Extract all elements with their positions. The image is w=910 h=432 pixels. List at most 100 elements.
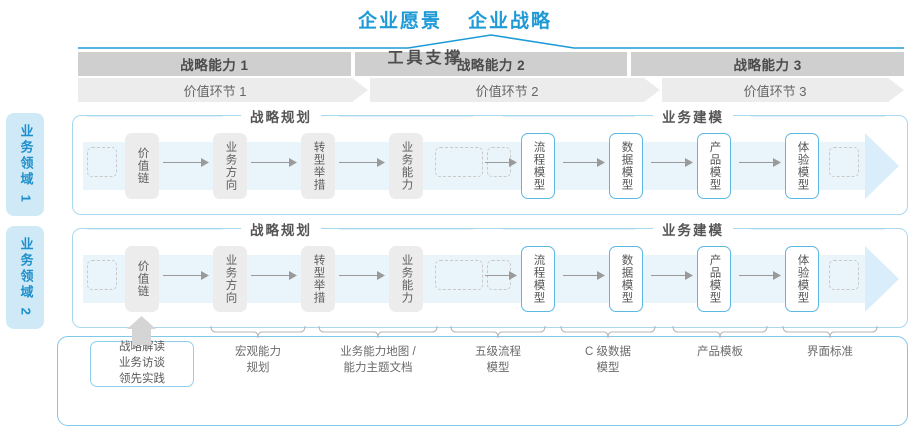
capability-bar-1[interactable]: 战略能力 1 <box>78 52 351 76</box>
title-connector-line <box>78 34 904 49</box>
tool-c-level-data-line-1: C 级数据 <box>585 346 631 358</box>
tool-ui-standard-brace <box>782 325 878 339</box>
arrow-shaft <box>563 161 598 164</box>
arrow-head-icon <box>201 158 209 167</box>
flow-arrow-6 <box>651 158 693 167</box>
strategy-interpretation-box[interactable]: 战略解读业务访谈领先实践 <box>90 341 194 387</box>
node-1-modeling-2[interactable]: 数据模型 <box>609 133 643 199</box>
title-strategy: 企业战略 <box>468 10 553 32</box>
arrow-head-icon <box>509 271 517 280</box>
arrow-head-icon <box>377 158 385 167</box>
tool-five-level-process-line-2: 模型 <box>486 361 510 374</box>
flow-band-arrowhead <box>865 133 899 199</box>
flow-arrow-7 <box>739 158 781 167</box>
node-1-planning-1[interactable]: 价值链 <box>125 133 159 199</box>
domain-tab-1[interactable]: 业务领域 1 <box>6 113 44 216</box>
node-1-planning-3[interactable]: 转型举措 <box>301 133 335 199</box>
strategy-up-arrow-shaft <box>132 327 151 345</box>
legend-rule <box>87 115 223 117</box>
tool-capability-map-line-2: 能力主题文档 <box>343 361 413 374</box>
value-link-1-label: 价值环节 1 <box>183 83 247 99</box>
node-1-modeling-4[interactable]: 体验模型 <box>785 133 819 199</box>
tool-product-template-label: 产品模板 <box>672 345 768 361</box>
value-link-2[interactable]: 价值环节 2 <box>370 78 660 102</box>
arrow-shaft <box>739 274 774 277</box>
flow-band-arrowhead <box>865 246 899 312</box>
tool-capability-map-line-1: 业务能力地图 / <box>340 346 416 358</box>
domain-tab-1-label: 业务领域 1 <box>18 124 34 205</box>
value-link-3-label: 价值环节 3 <box>743 83 807 99</box>
tool-five-level-process-brace <box>450 325 546 339</box>
flow-arrow-2 <box>251 158 297 167</box>
capability-bar-3[interactable]: 战略能力 3 <box>631 52 905 76</box>
value-link-1[interactable]: 价值环节 1 <box>78 78 368 102</box>
tool-macro-capability-line-1: 宏观能力 <box>235 346 281 358</box>
arrow-shaft <box>485 274 510 277</box>
tool-five-level-process-label: 五级流程模型 <box>450 345 546 376</box>
node-2-modeling-1[interactable]: 流程模型 <box>521 246 555 312</box>
tool-product-template-brace <box>672 325 768 339</box>
node-1-planning-4[interactable]: 业务能力 <box>389 133 423 199</box>
capability-bar-2[interactable]: 战略能力 2 <box>354 52 628 76</box>
placeholder-node-start <box>87 260 117 290</box>
section-legend-modeling: 业务建模 <box>653 106 733 126</box>
flow-arrow-3 <box>339 271 385 280</box>
node-2-planning-2[interactable]: 业务方向 <box>213 246 247 312</box>
value-link-2-label: 价值环节 2 <box>475 83 539 99</box>
legend-rule <box>339 228 473 230</box>
flow-arrow-1 <box>163 158 209 167</box>
node-2-planning-1[interactable]: 价值链 <box>125 246 159 312</box>
arrow-head-icon <box>773 271 781 280</box>
node-2-modeling-2[interactable]: 数据模型 <box>609 246 643 312</box>
arrow-head-icon <box>773 158 781 167</box>
strategy-line-2: 业务访谈 <box>119 357 165 370</box>
section-legend-modeling: 业务建模 <box>653 219 733 239</box>
node-label: 价值链 <box>136 260 149 298</box>
arrow-shaft <box>651 161 686 164</box>
node-label: 流程模型 <box>532 141 545 191</box>
arrow-shaft <box>251 274 290 277</box>
legend-rule <box>751 115 885 117</box>
capability-bar-row: 战略能力 1 战略能力 2 战略能力 3 <box>78 52 905 76</box>
node-label: 业务能力 <box>400 141 413 191</box>
node-1-planning-2[interactable]: 业务方向 <box>213 133 247 199</box>
domain-tab-2[interactable]: 业务领域 2 <box>6 226 44 329</box>
section-legend-planning: 战略规划 <box>241 106 321 126</box>
tool-ui-standard-label: 界面标准 <box>782 345 878 361</box>
arrow-shaft <box>739 161 774 164</box>
title-vision: 企业愿景 <box>357 10 442 32</box>
arrow-shaft <box>163 274 202 277</box>
tool-product-template-line-1: 产品模板 <box>697 346 743 358</box>
node-1-modeling-3[interactable]: 产品模型 <box>697 133 731 199</box>
node-1-modeling-1[interactable]: 流程模型 <box>521 133 555 199</box>
arrow-head-icon <box>509 158 517 167</box>
flow-arrow-1 <box>163 271 209 280</box>
tool-support-label: 工具支撑 <box>387 50 464 67</box>
legend-rule <box>339 115 473 117</box>
tool-support-frame <box>57 336 908 426</box>
tool-macro-capability-brace <box>210 325 306 339</box>
placeholder-node-start <box>87 147 117 177</box>
node-label: 转型举措 <box>312 141 325 191</box>
tool-capability-map-brace <box>318 325 438 339</box>
node-2-planning-4[interactable]: 业务能力 <box>389 246 423 312</box>
node-label: 产品模型 <box>708 141 721 191</box>
arrow-head-icon <box>597 271 605 280</box>
node-label: 流程模型 <box>532 254 545 304</box>
domain-row-1: 战略规划 业务建模价值链 业务方向 转型举措 业务能力 流程模型 数据模型 产品模型 体验模型 <box>72 106 908 215</box>
node-label: 体验模型 <box>796 254 809 304</box>
arrow-head-icon <box>201 271 209 280</box>
value-link-3[interactable]: 价值环节 3 <box>662 78 904 102</box>
tool-five-level-process-line-1: 五级流程 <box>475 346 521 358</box>
tool-ui-standard-line-1: 界面标准 <box>807 346 853 358</box>
node-2-modeling-3[interactable]: 产品模型 <box>697 246 731 312</box>
node-label: 数据模型 <box>620 254 633 304</box>
flow-arrow-4 <box>485 158 517 167</box>
node-2-modeling-4[interactable]: 体验模型 <box>785 246 819 312</box>
placeholder-node-end <box>829 260 859 290</box>
node-label: 体验模型 <box>796 141 809 191</box>
node-2-planning-3[interactable]: 转型举措 <box>301 246 335 312</box>
arrow-head-icon <box>597 158 605 167</box>
node-label: 转型举措 <box>312 254 325 304</box>
arrow-shaft <box>163 161 202 164</box>
